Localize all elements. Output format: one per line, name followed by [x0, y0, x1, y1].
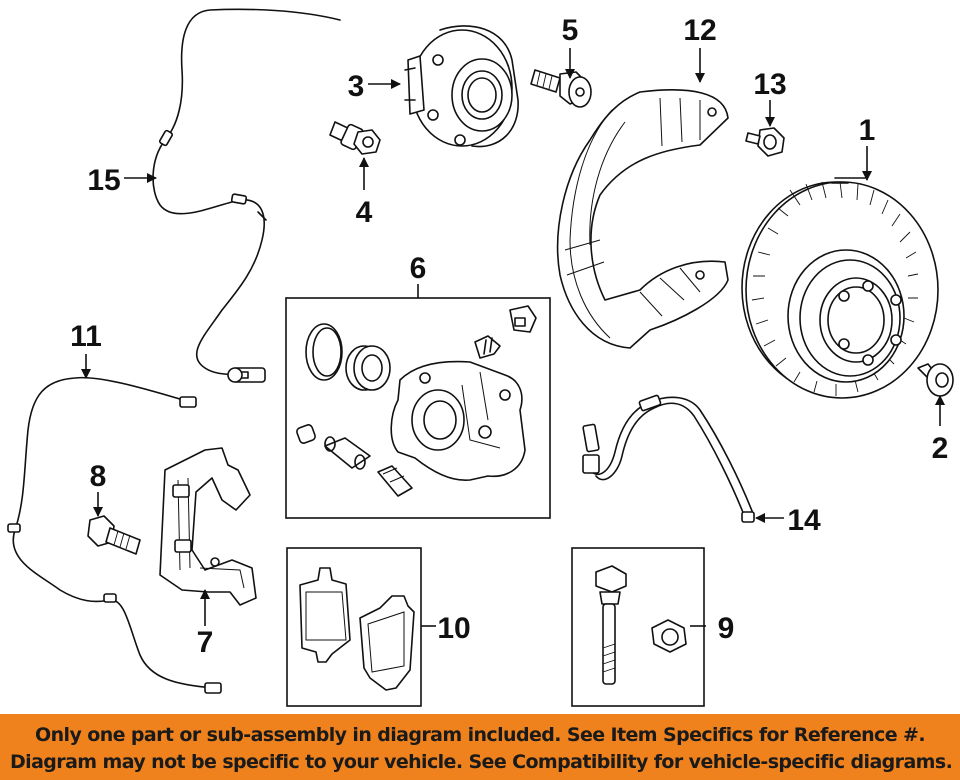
guide-nut	[651, 619, 687, 653]
bracket-bolt	[87, 515, 141, 555]
callout-9: 9	[718, 612, 735, 645]
brake-parts-diagram: 1 2 3 4 5 6 7 8 9 10 11 12 13 14 15	[7, 8, 954, 707]
callout-3: 3	[348, 70, 365, 103]
callout-8: 8	[90, 460, 107, 493]
callout-14: 14	[787, 504, 821, 537]
brake-pad-inner	[359, 595, 415, 691]
brake-pads-box	[286, 547, 422, 707]
brake-hose	[582, 394, 755, 523]
callout-12: 12	[683, 14, 716, 47]
bleeder-cap	[509, 305, 537, 333]
guide-bolt	[595, 565, 627, 685]
piston-seal	[305, 323, 343, 381]
speed-sensor-cable-lower	[7, 376, 222, 694]
callout-13: 13	[753, 68, 786, 101]
callout-1: 1	[859, 114, 876, 147]
callout-4: 4	[356, 196, 373, 229]
shield-bolt	[745, 127, 785, 157]
hub-bolt-washer	[530, 69, 592, 108]
disclaimer-banner: Only one part or sub-assembly in diagram…	[0, 714, 960, 780]
brake-dust-shield	[556, 89, 729, 349]
callout-15: 15	[87, 164, 120, 197]
callout-2: 2	[932, 432, 949, 465]
bleeder-screw	[474, 335, 501, 359]
callout-5: 5	[562, 14, 579, 47]
guide-pin	[377, 465, 413, 497]
wheel-hub-bearing	[404, 25, 519, 148]
guide-bolt-box	[571, 547, 705, 707]
brake-rotor	[741, 177, 939, 399]
caliper-bracket	[159, 447, 257, 606]
speed-sensor-cable-upper	[152, 8, 341, 383]
brake-pad-outer	[299, 567, 351, 663]
callout-6: 6	[410, 252, 427, 285]
hub-bolt	[329, 121, 381, 155]
callout-10: 10	[437, 612, 470, 645]
disclaimer-line-2: Diagram may not be specific to your vehi…	[10, 751, 953, 773]
rotor-screw	[917, 363, 954, 397]
caliper-piston-boot	[345, 345, 391, 391]
callout-11: 11	[70, 320, 102, 353]
disclaimer-line-1: Only one part or sub-assembly in diagram…	[35, 724, 926, 746]
guide-pin-boots	[296, 424, 371, 470]
brake-caliper	[390, 360, 526, 481]
callout-7: 7	[197, 626, 214, 659]
leader-arrows	[81, 48, 945, 627]
